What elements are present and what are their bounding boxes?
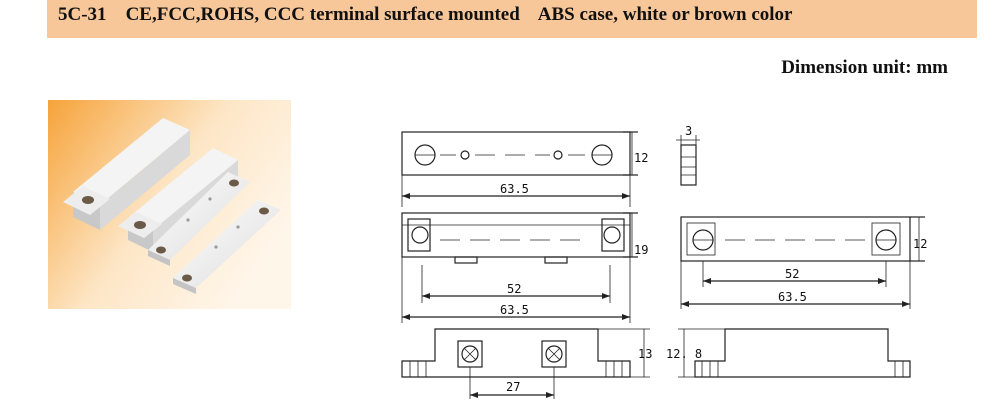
top-view [401,131,638,207]
bottom-view [401,328,650,399]
product-photo [48,100,291,309]
dim-right-height: 12 [913,237,927,251]
technical-drawing: 12 63.5 3 19 52 63.5 [401,124,927,399]
flat-plate-2 [173,200,281,294]
case-info-label: ABS case, white or brown color [537,4,793,25]
dim-bottom-inner: 27 [506,380,520,394]
dim-top-width: 63.5 [500,182,529,196]
dim-right-width: 63.5 [778,290,807,304]
dim-bottom-right-height: 12. 8 [666,347,702,361]
front-view [401,212,638,323]
bottom-right-view [678,328,911,378]
dim-side-thickness: 3 [685,124,692,138]
header-bar [47,0,977,38]
side-view [676,135,700,186]
dim-front-width: 63.5 [500,303,529,317]
header-title: 5C-31 CE,FCC,ROHS, CCC terminal surface … [58,4,792,26]
dimension-unit-note: Dimension unit: mm [781,57,948,78]
magnet-block-1 [63,118,190,230]
flat-plate-1 [148,172,250,266]
dim-front-height: 19 [634,243,648,257]
dim-front-inner: 52 [507,282,521,296]
dim-bottom-height: 13 [638,347,652,361]
right-view [680,216,925,309]
certifications-label: CE,FCC,ROHS, CCC terminal surface mounte… [125,4,520,25]
dim-right-inner: 52 [785,267,799,281]
dim-top-height: 12 [634,151,648,165]
model-label: 5C-31 [58,4,107,25]
